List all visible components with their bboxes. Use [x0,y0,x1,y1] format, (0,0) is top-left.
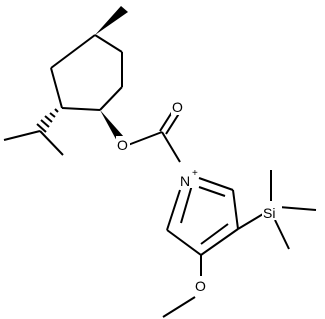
isopropyl-methyl-bond [3,130,41,141]
cyclohexane-ring [50,34,123,111]
isopropyl-group [3,108,64,156]
ring-bond [94,34,123,53]
ring-bond [198,177,234,191]
ring-bond [166,189,181,231]
ring-bond [99,86,123,111]
pyridinium-ring [166,177,239,256]
ring-bond [232,189,239,230]
ring-bond [50,34,96,69]
methoxy-oxygen-label: O [195,278,206,294]
ring-bond [166,229,202,256]
isopropyl-methyl-bond [39,130,64,156]
silyl-methyl-bond [278,206,317,211]
methoxy-methyl-bond [162,296,196,318]
nitrogen-charge: + [192,168,198,179]
carbonyl-n-bond [161,131,181,163]
silyl-bond [237,213,264,230]
ester-oxygen-label: O [117,137,128,153]
ring-bond [50,67,63,109]
ring-inner-bond [198,186,226,197]
ring-bond [200,228,239,256]
carbonyl-oxygen-label: O [172,99,183,115]
ring-bond [61,107,101,111]
carbonyl-double-bond [165,111,181,135]
ring-inner-bond [200,223,229,245]
methyl-wedge-bond [95,6,128,35]
ester-bond [127,131,163,146]
silyl-methyl-bond [274,219,290,250]
hashed-bond [36,108,59,133]
silicon-label: Si [263,205,275,221]
ring-inner-bond [180,184,193,224]
ester-wedge-bond [100,110,124,143]
nitrogen-label: N [180,173,190,189]
